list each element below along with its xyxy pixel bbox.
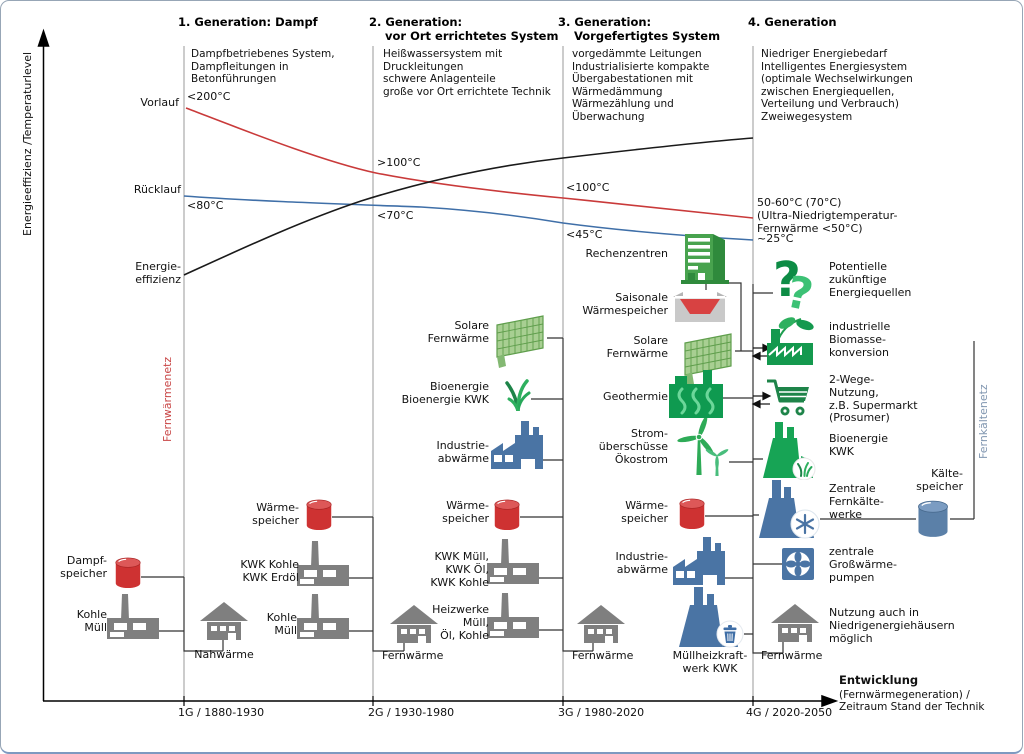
gen1-title: 1. Generation: Dampf	[178, 15, 318, 29]
label-fernwaerme-3g: Fernwärme	[572, 649, 634, 662]
bioenergy-grass-icon	[505, 379, 531, 411]
label-stromueberschuesse: Strom- überschüsse Ökostrom	[598, 427, 668, 466]
tick-3g: 3G / 1980-2020	[558, 706, 645, 719]
heat-storage-3g-icon	[494, 499, 520, 531]
label-nutzung-niedrigenergie: Nutzung auch in Niedrigenergiehäusern mö…	[829, 606, 955, 645]
district-heat-house-4g-icon	[771, 604, 819, 642]
cold-network-label: Fernkältenetz	[977, 384, 990, 459]
label-heizwerke: Heizwerke Müll, Öl, Kohle	[432, 603, 489, 642]
label-industrieabwaerme-4g: Industrie- abwärme	[615, 550, 668, 576]
temp-ruecklauf-3g: <45°C	[566, 228, 603, 241]
gen1-description: Dampfbetriebenes System, Dampfleitungen …	[191, 48, 335, 86]
network-connectors	[141, 282, 975, 654]
district-cooling-plant-icon	[759, 478, 821, 540]
temp-vorlauf-3g: <100°C	[566, 181, 610, 194]
heat-network-label: Fernwärmenetz	[161, 356, 174, 442]
label-saisonale-waermespeicher: Saisonale Wärmespeicher	[582, 291, 668, 317]
district-heat-house-3g-icon	[577, 605, 625, 643]
industrial-waste-heat-4g-icon	[673, 537, 725, 585]
icons	[107, 234, 949, 648]
label-solare-fernwaerme-3g: Solare Fernwärme	[427, 319, 489, 345]
label-waermespeicher-2g: Wärme- speicher	[252, 501, 299, 527]
gen2-title: 2. Generation: vor Ort errichtetes Syste…	[369, 15, 559, 44]
heat-pump-fan-icon	[782, 548, 814, 580]
future-energy-question-icon	[773, 254, 818, 312]
label-fernwaerme-2g: Fernwärme	[382, 649, 444, 662]
label-kwk-kohle-erdoel: KWK Kohle KWK Erdöl	[240, 558, 299, 584]
efficiency-label: Energie- effizienz	[135, 260, 181, 286]
label-fernwaerme-4g: Fernwärme	[761, 649, 823, 662]
label-fernkaeltewerke: Zentrale Fernkälte- werke	[829, 482, 884, 521]
temp-vorlauf-4g: 50-60°C (70°C) (Ultra-Niedrigtemperatur-…	[757, 196, 898, 235]
coal-waste-plant-2g-icon	[297, 594, 349, 639]
tick-1g: 1G / 1880-1930	[178, 706, 265, 719]
biomass-conversion-icon	[767, 313, 816, 366]
label-dampfspeicher: Dampf- speicher	[60, 554, 107, 580]
label-waermespeicher-3g: Wärme- speicher	[442, 499, 489, 525]
heat-storage-4g-icon	[679, 498, 705, 530]
label-kohle-muell-2g: Kohle Müll	[266, 611, 297, 637]
temp-ruecklauf-2g: <70°C	[377, 209, 414, 222]
cold-storage-icon	[917, 500, 949, 538]
x-axis-title: Entwicklung	[839, 673, 919, 687]
data-center-icon	[681, 234, 729, 284]
local-heat-house-icon	[200, 602, 248, 640]
ruecklauf-label: Rücklauf	[133, 183, 181, 196]
temperature-curves	[183, 107, 754, 276]
gen3-title: 3. Generation: Vorgefertigtes System	[558, 15, 721, 44]
gen4-description: Niedriger Energiebedarf Intelligentes En…	[761, 48, 913, 123]
coal-waste-plant-1g-icon	[107, 594, 159, 639]
label-zweiwege-nutzung: 2-Wege- Nutzung, z.B. Supermarkt (Prosum…	[829, 373, 918, 425]
industrial-waste-heat-3g-icon	[491, 421, 543, 469]
supermarket-cart-icon	[765, 379, 811, 417]
gen4-title: 4. Generation	[748, 15, 837, 29]
two-way-flow-arrows	[751, 343, 772, 409]
label-grosswaermepumpen: zentrale Großwärme- pumpen	[829, 545, 897, 584]
label-kohle-muell-1g: Kohle Müll	[76, 608, 107, 634]
label-geothermie: Geothermie	[603, 390, 668, 403]
generation-column-lines	[183, 46, 754, 696]
waste-incineration-chp-icon	[678, 586, 744, 648]
tick-2g: 2G / 1930-1980	[368, 706, 455, 719]
chp-coal-oil-plant-icon	[297, 541, 349, 586]
temp-ruecklauf-1g: <80°C	[187, 199, 224, 212]
seasonal-heat-storage-icon	[673, 292, 727, 322]
ruecklauf-curve	[183, 195, 754, 241]
heat-storage-2g-icon	[306, 499, 332, 531]
vorlauf-curve	[185, 107, 754, 219]
efficiency-curve	[183, 137, 754, 276]
temp-ruecklauf-4g: ~25°C	[757, 232, 794, 245]
heating-plant-icon	[487, 593, 539, 638]
label-waermespeicher-4g: Wärme- speicher	[621, 499, 668, 525]
geothermal-plant-icon	[669, 370, 723, 418]
chp-waste-oil-coal-plant-icon	[487, 539, 539, 584]
label-industrieabwaerme-3g: Industrie- abwärme	[436, 439, 489, 465]
vorlauf-label: Vorlauf	[140, 96, 179, 109]
tick-4g: 4G / 2020-2050	[746, 706, 833, 719]
temp-vorlauf-1g: <200°C	[187, 90, 231, 103]
label-rechenzentren: Rechenzentren	[585, 247, 668, 260]
label-nahwaerme: Nahwärme	[194, 648, 254, 661]
gen2-description: Heißwassersystem mit Druckleitungen schw…	[383, 48, 551, 98]
x-axis-subtitle: (Fernwärmegeneration) / Zeitraum Stand d…	[839, 689, 985, 714]
y-axis-label: Energieeffizienz /Temperaturlevel	[21, 51, 34, 236]
label-potentielle-energiequellen: Potentielle zukünftige Energiequellen	[829, 260, 912, 299]
temp-vorlauf-2g: >100°C	[377, 156, 421, 169]
label-kwk-muell-oel-kohle: KWK Müll, KWK Öl, KWK Kohle	[430, 550, 489, 589]
bioenergy-chp-plant-icon	[763, 421, 816, 480]
label-bioenergie-3g: Bioenergie Bioenergie KWK	[401, 380, 489, 406]
solar-panel-3g-icon	[496, 315, 544, 369]
label-solare-fernwaerme-4g: Solare Fernwärme	[606, 334, 668, 360]
gen3-description: vorgedämmte Leitungen Industrialisierte …	[572, 48, 710, 123]
label-bioenergie-kwk: Bioenergie KWK	[829, 432, 888, 458]
label-muellheizkraftwerk: Müllheizkraft- werk KWK	[672, 649, 748, 675]
label-biomasse-konversion: industrielle Biomasse- konversion	[829, 320, 891, 359]
axes	[37, 28, 839, 708]
wind-turbine-icon	[676, 418, 729, 476]
steam-storage-icon	[115, 557, 141, 589]
label-kaeltespeicher: Kälte- speicher	[916, 467, 963, 493]
